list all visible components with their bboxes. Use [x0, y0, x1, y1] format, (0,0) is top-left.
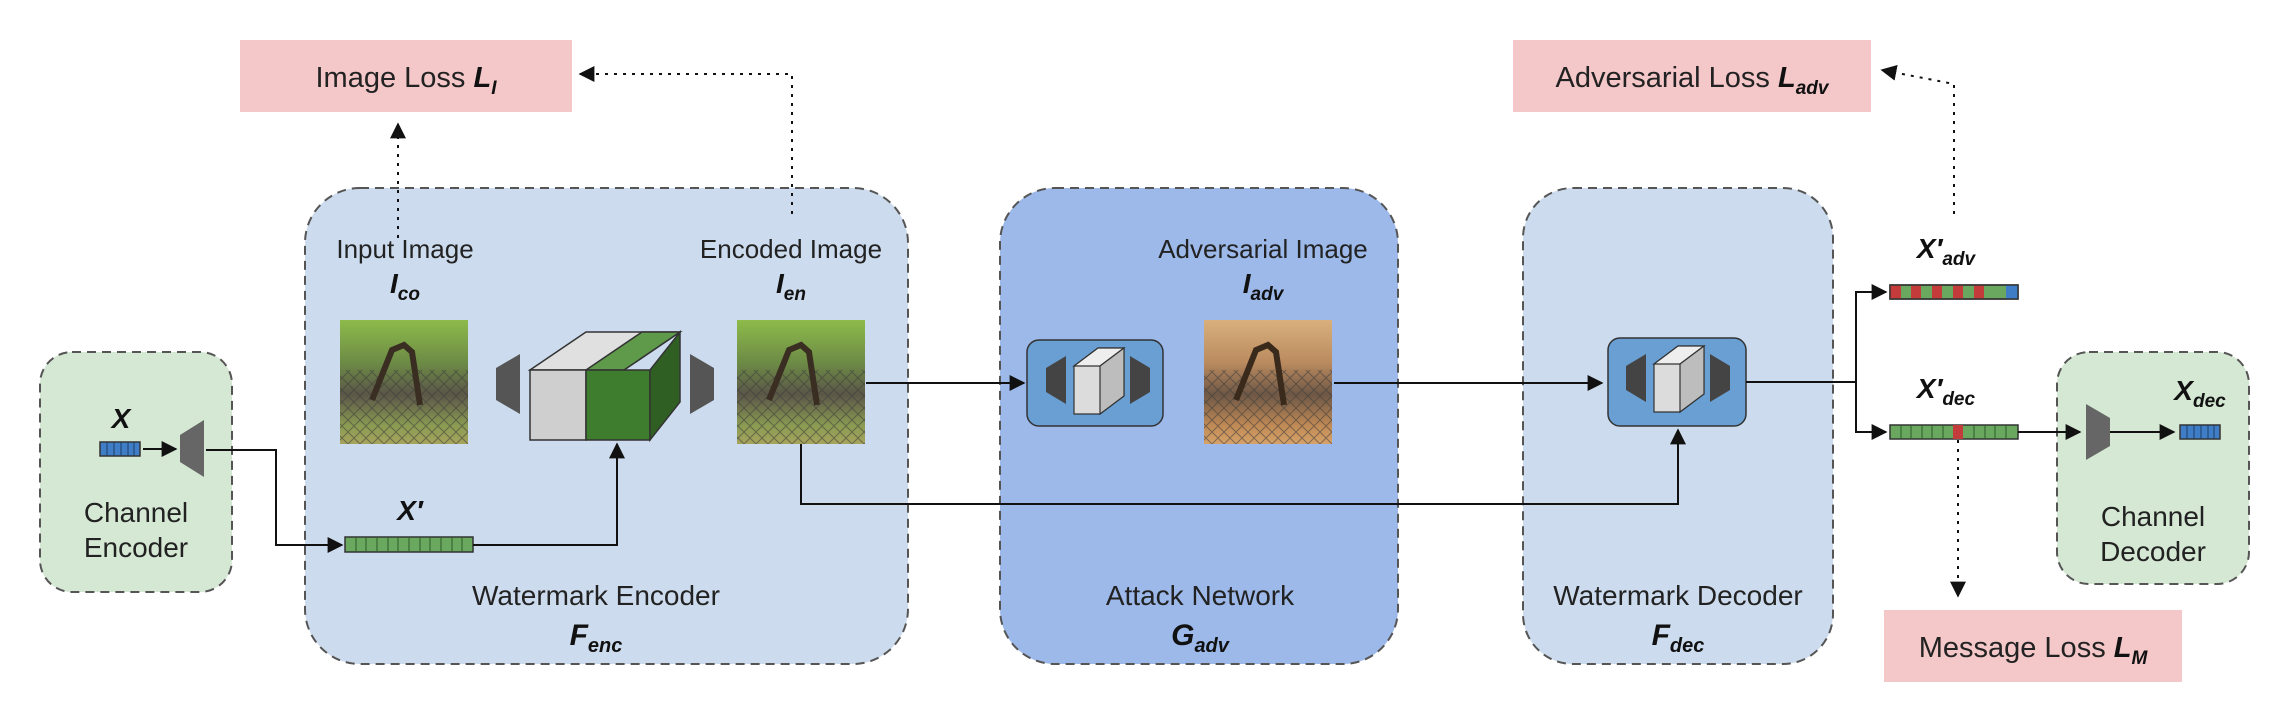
decoder-module-icon	[1607, 337, 1747, 427]
decoded-adv-symbol: X′	[1915, 233, 1944, 264]
encoded-image-label: Encoded Image	[700, 234, 882, 264]
image-loss-box: Image Loss LI	[240, 40, 572, 112]
adversarial-loss-box: Adversarial Loss Ladv	[1513, 40, 1871, 112]
channel-encoder-line1: Channel	[84, 497, 188, 528]
message-loss-label: Message Loss	[1919, 632, 2114, 664]
encoder-right-trapezoid-icon	[690, 354, 714, 414]
svg-text:Ien: Ien	[776, 268, 806, 305]
encoded-image-thumbnail-icon	[737, 320, 865, 444]
input-image-symbol: I	[390, 268, 399, 299]
channel-decoder-output-symbol: X	[2172, 375, 2195, 406]
input-image-label: Input Image	[336, 234, 473, 264]
attack-network-symbol: G	[1171, 619, 1194, 652]
watermark-decoder-label: Watermark Decoder	[1553, 580, 1802, 611]
watermark-decoder-symbol: F	[1652, 619, 1671, 652]
svg-text:Ico: Ico	[390, 268, 420, 305]
svg-text:Fdec: Fdec	[1652, 619, 1705, 657]
channel-encoder-input-symbol: X	[110, 403, 133, 434]
svg-text:X′adv: X′adv	[1915, 233, 1977, 270]
attack-network-label: Attack Network	[1106, 580, 1295, 611]
decoded-adv-vector-icon	[1889, 284, 2019, 300]
attack-network-panel	[999, 187, 1399, 665]
channel-encoder-line2: Encoder	[84, 532, 188, 563]
input-image-thumbnail-icon	[340, 320, 468, 444]
decoded-dec-vector-icon	[1889, 424, 2019, 440]
output-message-vector-icon	[2179, 424, 2221, 440]
svg-text:Message Loss LM: Message Loss LM	[1919, 632, 2149, 669]
channel-decoder-line1: Channel	[2101, 501, 2205, 532]
encoder-left-trapezoid-icon	[496, 354, 520, 414]
attack-module-icon	[1026, 339, 1164, 427]
encoded-image-symbol: I	[776, 268, 785, 299]
channel-decoder-panel	[2056, 351, 2250, 585]
svg-text:Adversarial Loss Ladv: Adversarial Loss Ladv	[1556, 62, 1830, 99]
watermark-encoder-label: Watermark Encoder	[472, 580, 720, 611]
svg-text:Image Loss LI: Image Loss LI	[316, 62, 498, 99]
watermark-encoder-symbol: F	[570, 619, 589, 652]
channel-encoder-panel	[39, 351, 233, 593]
svg-text:X′dec: X′dec	[1915, 373, 1976, 410]
channel-decoder-trapezoid-icon	[2086, 404, 2110, 460]
svg-text:Fenc: Fenc	[570, 619, 623, 657]
adversarial-image-label: Adversarial Image	[1158, 234, 1368, 264]
message-loss-box: Message Loss LM	[1884, 610, 2182, 682]
adversarial-image-symbol: I	[1243, 268, 1252, 299]
input-message-vector-icon	[99, 441, 141, 457]
encoder-message-vector-icon	[344, 536, 474, 553]
decoded-dec-symbol: X′	[1915, 373, 1944, 404]
channel-encoder-trapezoid-icon	[180, 420, 204, 477]
svg-text:Xdec: Xdec	[2172, 375, 2226, 412]
svg-text:Gadv: Gadv	[1171, 619, 1231, 657]
adversarial-image-thumbnail-icon	[1204, 320, 1332, 444]
encoder-cube-network-icon	[527, 329, 683, 443]
svg-text:Iadv: Iadv	[1243, 268, 1285, 305]
image-loss-label: Image Loss	[316, 62, 474, 94]
adversarial-loss-label: Adversarial Loss	[1556, 62, 1778, 94]
encoder-message-symbol: X′	[395, 495, 424, 526]
channel-decoder-line2: Decoder	[2100, 536, 2206, 567]
